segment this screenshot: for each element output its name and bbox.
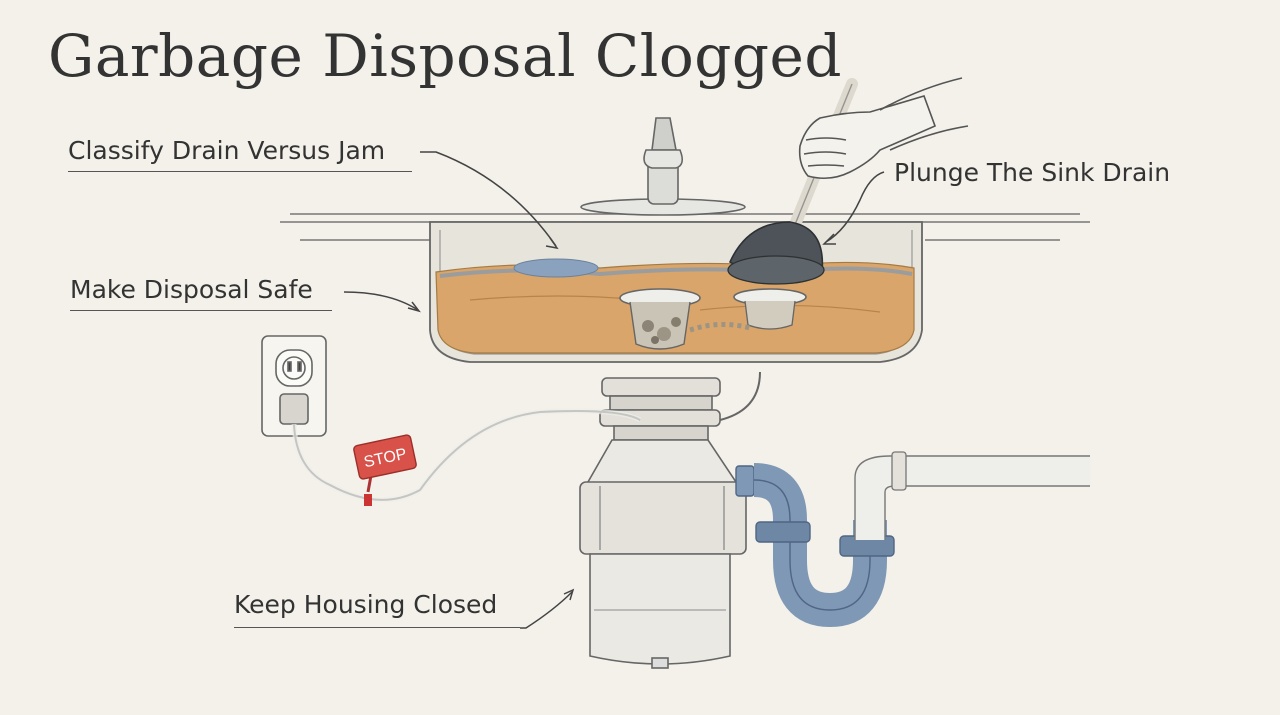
label-classify-underline bbox=[68, 171, 412, 172]
faucet bbox=[580, 117, 746, 216]
second-drain bbox=[689, 288, 807, 333]
disposal-housing bbox=[579, 439, 747, 669]
disposal-mount bbox=[599, 377, 721, 441]
page-title: Garbage Disposal Clogged bbox=[48, 22, 842, 90]
stop-tag: STOP bbox=[353, 434, 417, 506]
hand bbox=[798, 77, 969, 180]
drain-pipes bbox=[735, 451, 1090, 628]
callout-arrows bbox=[343, 151, 885, 629]
label-keep-housing-underline bbox=[234, 627, 520, 628]
label-make-safe-underline bbox=[70, 310, 332, 311]
wall-outlet bbox=[261, 335, 327, 437]
label-make-safe: Make Disposal Safe bbox=[70, 275, 313, 304]
label-keep-housing: Keep Housing Closed bbox=[234, 590, 498, 619]
label-classify-drain: Classify Drain Versus Jam bbox=[68, 136, 386, 165]
drain-strainer bbox=[619, 288, 701, 350]
label-plunge-drain: Plunge The Sink Drain bbox=[894, 158, 1171, 187]
